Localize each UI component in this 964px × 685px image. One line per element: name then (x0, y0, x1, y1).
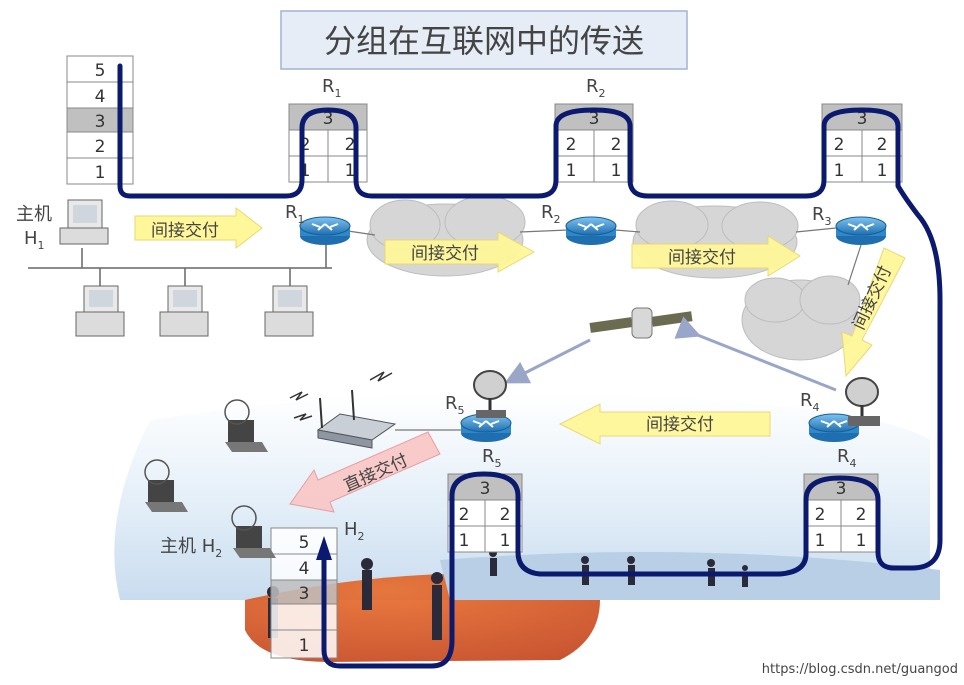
r2-router-label: R2 (541, 202, 561, 226)
router-r1-icon (299, 216, 351, 245)
indirect-arrow-5: 间接交付 (558, 403, 771, 445)
r3-layer-2-right: 2 (877, 135, 888, 155)
r1-layer-2-right: 2 (345, 135, 356, 155)
r2-layer-1-right: 1 (611, 161, 622, 181)
h2-stack-label: H2 (344, 519, 365, 543)
r2-layer-2-left: 2 (566, 135, 577, 155)
satellite-dish-r5-icon (473, 370, 507, 418)
h2-layer-1: 1 (299, 636, 310, 656)
h1-layer-5: 5 (95, 61, 106, 81)
r3-layer-1-right: 1 (877, 161, 888, 181)
page-title: 分组在互联网中的传送 (324, 22, 644, 60)
lan-h1 (28, 240, 332, 288)
svg-text:间接交付: 间接交付 (411, 244, 479, 264)
r5-stack-label: R5 (482, 446, 502, 470)
h1-layer-3: 3 (95, 112, 106, 132)
r1-layer-3: 3 (323, 109, 334, 129)
laptop-h2-icon (231, 505, 276, 558)
r2-layer-3: 3 (589, 109, 600, 129)
router-links (347, 227, 863, 431)
packet-path (117, 63, 943, 669)
h1-host-label: 主机 (16, 204, 52, 225)
router-r2-icon (565, 216, 617, 245)
r5-layer-2-left: 2 (459, 505, 470, 525)
r2-layer-1-left: 1 (566, 161, 577, 181)
router-r3-icon (835, 216, 887, 245)
r2-layer-2-right: 2 (611, 135, 622, 155)
r5-layer-1-right: 1 (500, 531, 511, 551)
r3-layer-3: 3 (857, 109, 868, 129)
r3-router-label: R3 (812, 204, 832, 228)
indirect-arrow-1: 间接交付 (134, 206, 263, 250)
wireless-access-point-icon (289, 371, 397, 449)
h2-layer-4: 4 (299, 559, 310, 579)
r3-layer-1-left: 1 (834, 161, 845, 181)
laptop-2-icon (144, 459, 188, 512)
indirect-arrow-3: 间接交付 (631, 235, 801, 277)
r5-router-label: R5 (445, 393, 465, 417)
r4-layer-2-left: 2 (815, 505, 826, 525)
h1-host-name: H1 (24, 228, 45, 252)
computer-lan-3-icon (264, 285, 314, 337)
svg-text:间接交付: 间接交付 (668, 248, 736, 268)
r4-stack-label: R4 (837, 446, 857, 470)
packet-path-arrowhead (316, 536, 332, 560)
r4-layer-2-right: 2 (856, 505, 867, 525)
r4-protocol-stack (803, 473, 879, 553)
watermark: https://blog.csdn.net/guangod (762, 662, 958, 677)
h1-layer-2: 2 (95, 137, 106, 157)
router-r5-icon (460, 413, 512, 442)
computer-lan-1-icon (75, 285, 125, 337)
r5-layer-2-right: 2 (500, 505, 511, 525)
r3-layer-2-left: 2 (834, 135, 845, 155)
computer-h1-icon (59, 199, 109, 245)
satellite-links (504, 316, 837, 392)
r2-stack-label: R2 (586, 76, 606, 100)
router-r4-icon (808, 413, 860, 442)
svg-text:间接交付: 间接交付 (646, 415, 714, 435)
r4-layer-3: 3 (836, 479, 847, 499)
title-box (280, 10, 688, 70)
laptop-1-icon (224, 399, 268, 452)
h1-layer-1: 1 (95, 163, 106, 183)
computer-lan-2-icon (159, 285, 209, 337)
h1-layer-4: 4 (95, 87, 106, 107)
r1-stack-label: R1 (322, 76, 342, 100)
r1-router-label: R1 (285, 202, 305, 226)
h2-host-label: 主机 H2 (160, 536, 222, 560)
h2-layer-5: 5 (299, 533, 310, 553)
cloud-3 (741, 275, 861, 361)
r1-layer-1-left: 1 (300, 161, 311, 181)
r2-protocol-stack (554, 103, 634, 183)
indirect-arrow-2: 间接交付 (384, 231, 536, 273)
r4-router-label: R4 (800, 390, 820, 414)
satellite-dish-r4-icon (845, 377, 880, 426)
r5-layer-1-left: 1 (459, 531, 470, 551)
r4-layer-1-right: 1 (856, 531, 867, 551)
r4-layer-1-left: 1 (815, 531, 826, 551)
r1-layer-2-left: 2 (300, 135, 311, 155)
svg-text:间接交付: 间接交付 (151, 221, 219, 241)
satellite-icon (589, 307, 693, 339)
r1-layer-1-right: 1 (345, 161, 356, 181)
h2-layer-3: 3 (299, 584, 310, 604)
r5-layer-3: 3 (480, 479, 491, 499)
